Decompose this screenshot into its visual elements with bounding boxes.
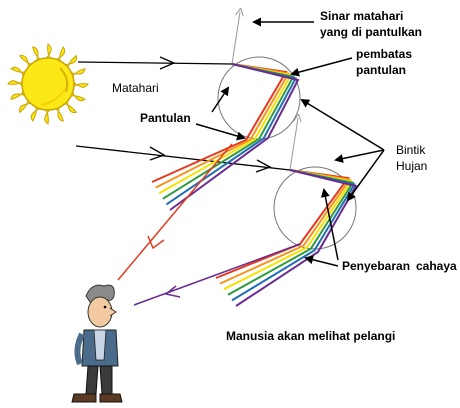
spectrum-band: [227, 169, 355, 296]
label-pantulan: Pantulan: [140, 111, 191, 125]
sun-icon: [7, 43, 89, 125]
reflected-ray-upper: [231, 12, 240, 65]
arrow-pantulan-1: [211, 86, 230, 113]
arrow-bintik-2: [334, 149, 385, 163]
spectrum-band: [155, 63, 290, 189]
exit-ray-purple: [133, 243, 301, 306]
person-icon: [71, 284, 123, 403]
label-pembatas-2: pantulan: [356, 63, 406, 77]
arrow-bintik-1: [300, 98, 385, 151]
arrow-pantulan-2: [195, 123, 246, 141]
exit-ray-red-arrow: [147, 235, 165, 250]
exit-ray-red: [117, 143, 233, 281]
label-pembatas-1: pembatas: [356, 47, 412, 61]
reflected-ray-lower: [289, 118, 298, 171]
spectrum-lower: [215, 169, 358, 307]
spectrum-band: [231, 169, 356, 302]
label-matahari: Matahari: [112, 81, 159, 95]
spectrum-band: [215, 169, 350, 279]
spectrum-upper: [151, 63, 300, 211]
label-manusia: Manusia akan melihat pelangi: [226, 329, 395, 343]
arrow-pembatas: [290, 57, 353, 77]
label-sinar-2: yang di pantulkan: [320, 25, 422, 39]
label-penyebaran: Penyebaran: [342, 259, 410, 273]
arrow-bintik-3: [346, 149, 385, 202]
sunlight-ray-lower: [75, 145, 291, 171]
sunlight-ray-lower-arrow: [149, 146, 166, 161]
label-sinar-1: Sinar matahari: [320, 9, 403, 23]
sunlight-ray-upper: [77, 61, 233, 65]
sunlight-ray-upper-arrow: [159, 56, 176, 70]
label-bintik-2: Hujan: [396, 159, 427, 173]
label-bintik-1: Bintik: [396, 143, 426, 157]
arrow-penyebaran-1: [304, 255, 339, 267]
spectrum-band: [158, 63, 293, 195]
arrow-penyebaran-2: [320, 188, 339, 261]
exit-ray-purple-arrow: [164, 285, 181, 298]
label-cahaya: cahaya: [416, 259, 457, 273]
spectrum-band: [169, 63, 300, 211]
spectrum-band: [235, 169, 358, 307]
sunlight-ray-lower-arrow2: [255, 159, 272, 173]
spectrum-band: [162, 63, 295, 200]
